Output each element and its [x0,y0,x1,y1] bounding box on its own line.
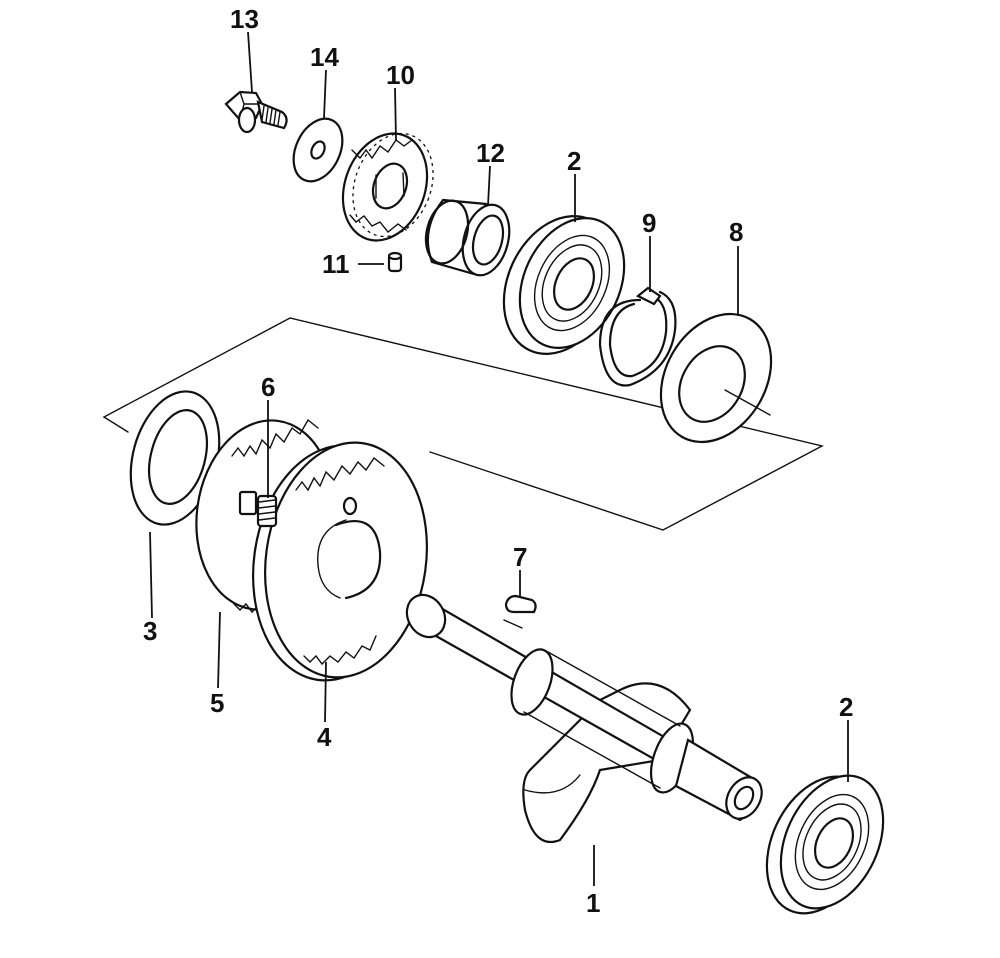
label-4: 4 [317,722,332,752]
part-1-crankshaft [405,593,763,843]
label-7: 7 [513,542,527,572]
label-5: 5 [210,688,224,718]
label-1: 1 [586,888,600,918]
label-8: 8 [729,217,743,247]
label-10: 10 [386,60,415,90]
label-14: 14 [310,42,339,72]
label-2-top: 2 [567,146,581,176]
part-4-gear-large [251,441,429,682]
label-12: 12 [476,138,505,168]
part-9-circlip [598,286,677,387]
label-2-bottom: 2 [839,692,853,722]
leader-lines [149,31,849,886]
part-6-spring [256,494,278,528]
part-12-collar [424,198,511,277]
label-3: 3 [143,616,157,646]
part-2-ball-bearing-top [502,215,626,355]
part-2-ball-bearing-bottom [765,774,885,915]
label-13: 13 [230,4,259,34]
part-3-washer [129,390,221,526]
callout-labels: 13 14 10 12 2 9 8 11 6 3 5 4 7 1 2 [143,4,853,918]
part-13-flange-bolt [224,90,288,134]
label-11: 11 [322,249,350,279]
label-6: 6 [261,372,275,402]
part-14-washer [292,117,344,183]
label-9: 9 [642,208,656,238]
part-7-woodruff-key [504,594,537,614]
part-8-thrust-washer [659,312,773,444]
part-10-ratchet-gear [341,132,434,242]
part-11-pin [387,251,403,273]
assembly-boundary [102,317,824,531]
